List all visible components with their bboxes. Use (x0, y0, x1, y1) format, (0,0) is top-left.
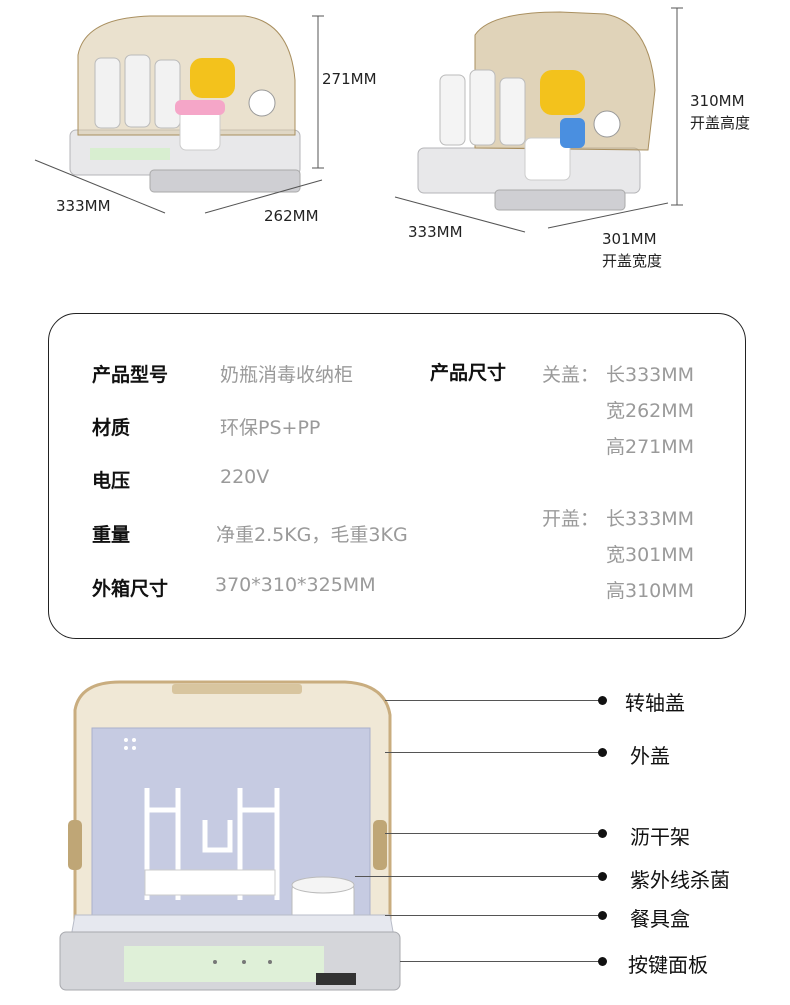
spec-value-box-size: 370*310*325MM (215, 574, 376, 596)
callout-button-panel: 按键面板 (628, 953, 708, 977)
callout-dot-utensil-box (598, 911, 607, 920)
callout-dot-hinge-cover (598, 696, 607, 705)
spec-label-model: 产品型号 (92, 364, 169, 386)
spec-value-material: 环保PS+PP (220, 417, 321, 439)
spec-label-voltage: 电压 (92, 470, 131, 492)
open-height-caption: 开盖高度 (690, 114, 751, 132)
open-size-width: 宽301MM (606, 544, 695, 566)
callout-drying-rack: 沥干架 (630, 825, 690, 849)
callout-line-button-panel (400, 961, 603, 962)
callout-line-uv-sterilize (355, 876, 603, 877)
front-view-illustration (59, 680, 401, 991)
closed-length-label: 333MM (56, 197, 111, 215)
callout-line-hinge-cover (385, 700, 603, 701)
spec-card (48, 313, 746, 639)
callout-dot-uv-sterilize (598, 872, 607, 881)
callout-line-utensil-box (385, 915, 603, 916)
spec-value-voltage: 220V (220, 466, 270, 488)
spec-label-material: 材质 (92, 417, 131, 439)
spec-value-model: 奶瓶消毒收纳柜 (220, 364, 354, 386)
closed-height-label: 271MM (322, 70, 377, 88)
spec-label-box-size: 外箱尺寸 (92, 578, 169, 600)
callout-line-outer-lid (385, 752, 603, 753)
closed-size-prefix: 关盖： (542, 364, 600, 386)
closed-width-label: 262MM (264, 207, 319, 225)
callout-dot-outer-lid (598, 748, 607, 757)
callout-utensil-box: 餐具盒 (630, 907, 690, 931)
open-length-label: 333MM (408, 223, 463, 241)
callout-hinge-cover: 转轴盖 (625, 691, 685, 715)
open-height-label: 310MM (690, 92, 745, 110)
open-height-block: 310MM 开盖高度 (690, 90, 750, 134)
spec-value-weight: 净重2.5KG，毛重3KG (216, 524, 408, 546)
callout-dot-drying-rack (598, 829, 607, 838)
closed-size-width: 宽262MM (606, 400, 695, 422)
open-size-prefix: 开盖： (542, 508, 600, 530)
open-width-label: 301MM (602, 230, 657, 248)
open-width-block: 301MM 开盖宽度 (602, 228, 662, 272)
open-size-length: 长333MM (606, 508, 695, 530)
spec-label-size: 产品尺寸 (430, 362, 507, 384)
closed-size-length: 长333MM (606, 364, 695, 386)
closed-size-height: 高271MM (606, 436, 695, 458)
open-cabinet-image (417, 11, 656, 211)
top-product-illustrations (34, 7, 683, 233)
callout-outer-lid: 外盖 (630, 744, 670, 768)
open-size-height: 高310MM (606, 580, 695, 602)
callout-uv-sterilize: 紫外线杀菌 (630, 868, 730, 892)
spec-label-weight: 重量 (92, 524, 131, 546)
closed-cabinet-image (69, 15, 301, 193)
open-width-caption: 开盖宽度 (602, 252, 663, 270)
callout-line-drying-rack (385, 833, 603, 834)
callout-dot-button-panel (598, 957, 607, 966)
